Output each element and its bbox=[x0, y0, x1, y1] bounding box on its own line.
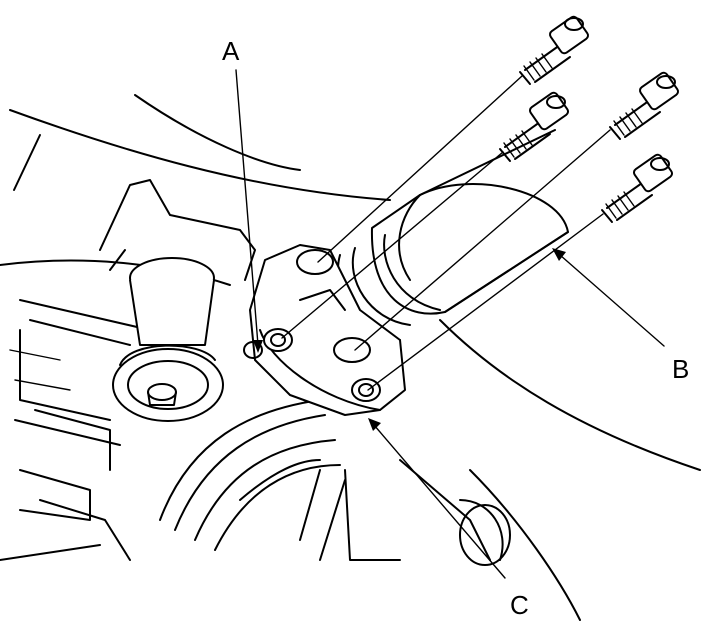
callout-label-b: B bbox=[672, 354, 690, 384]
frame-contours bbox=[0, 94, 701, 621]
callout-label-c: C bbox=[510, 590, 529, 620]
bolt-4 bbox=[601, 153, 673, 223]
leader-lines bbox=[235, 69, 665, 579]
transmission-housing bbox=[0, 179, 256, 561]
mount-bushing bbox=[112, 257, 224, 422]
bolt-3 bbox=[609, 71, 679, 140]
bolt-1 bbox=[519, 15, 589, 85]
flange-ribs bbox=[159, 399, 511, 566]
alignment-lines bbox=[281, 75, 611, 391]
driveshaft bbox=[337, 129, 569, 341]
flange-yoke bbox=[243, 244, 406, 416]
bolt-2 bbox=[499, 91, 569, 162]
callout-label-a: A bbox=[222, 36, 240, 66]
